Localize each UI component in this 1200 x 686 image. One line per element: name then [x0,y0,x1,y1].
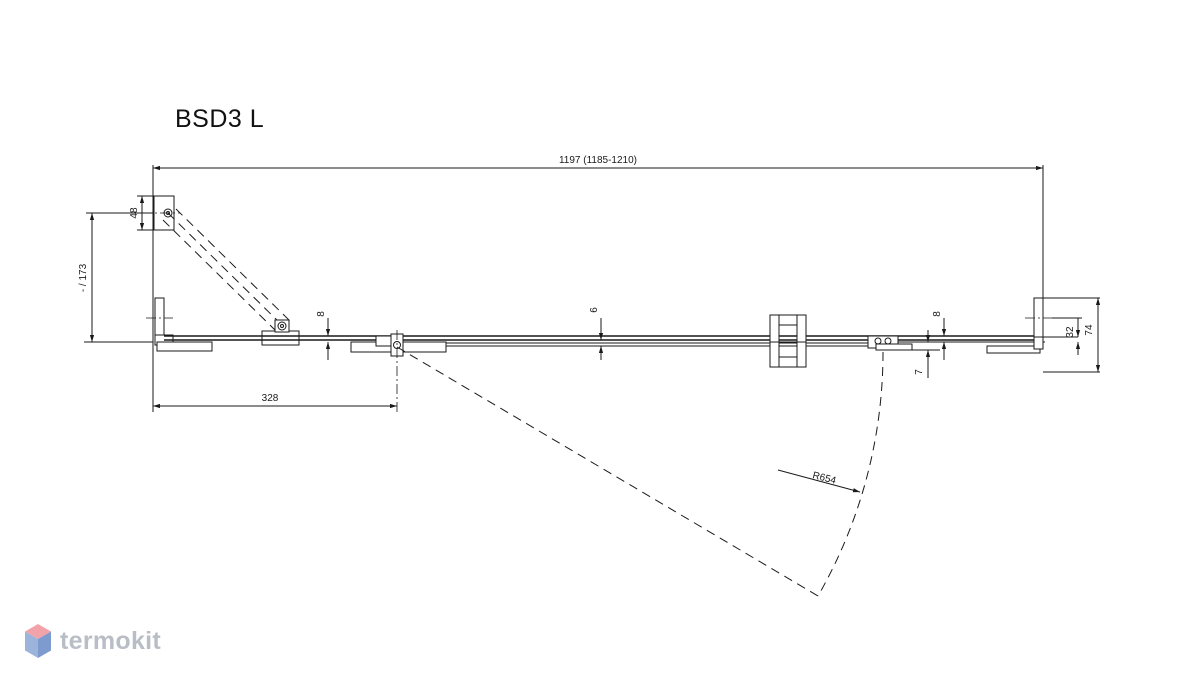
dimension-wall-profile-top: 48 [129,195,154,231]
dim-door-radius-label: R654 [811,470,837,487]
dim-right-profile-large-label: 74 [1084,324,1095,336]
dimension-glass-gap-right: 8 [932,311,947,360]
dim-right-offset-label: 7 [914,369,925,375]
door-handle [769,314,807,368]
dim-glass-gap-right-label: 8 [932,311,943,317]
right-wall-profile [867,165,1100,373]
hinge-assembly [350,330,447,412]
dimension-hinge-offset: - / 173 [78,212,153,342]
dim-hinge-offset-label: - / 173 [78,263,89,292]
dimension-right-profile-large: 74 [1084,298,1101,372]
door-swing-arc [396,346,884,597]
dim-wall-profile-top-label: 48 [129,207,140,219]
watermark-text: termokit [60,626,162,655]
dim-glass-thickness-label: 6 [589,307,600,313]
dim-overall-width-label: 1197 (1185-1210) [559,155,637,166]
watermark: termokit [24,622,161,660]
page-title: BSD3 L [175,105,265,133]
dimension-hinge-distance: 328 [152,366,397,412]
dimension-right-offset: 7 [910,330,940,378]
dimension-right-profile-small: 32 [1052,317,1082,355]
folded-door-outline [162,208,300,346]
dim-glass-gap-left-label: 8 [316,311,327,317]
dimension-glass-thickness: 6 [589,307,604,360]
dim-hinge-distance-label: 328 [262,393,279,404]
dimension-overall-width: 1197 (1185-1210) [153,155,1043,171]
dim-right-profile-small-label: 32 [1065,326,1076,338]
dimension-glass-gap-left: 8 [316,311,331,360]
termokit-logo-icon [25,624,51,658]
